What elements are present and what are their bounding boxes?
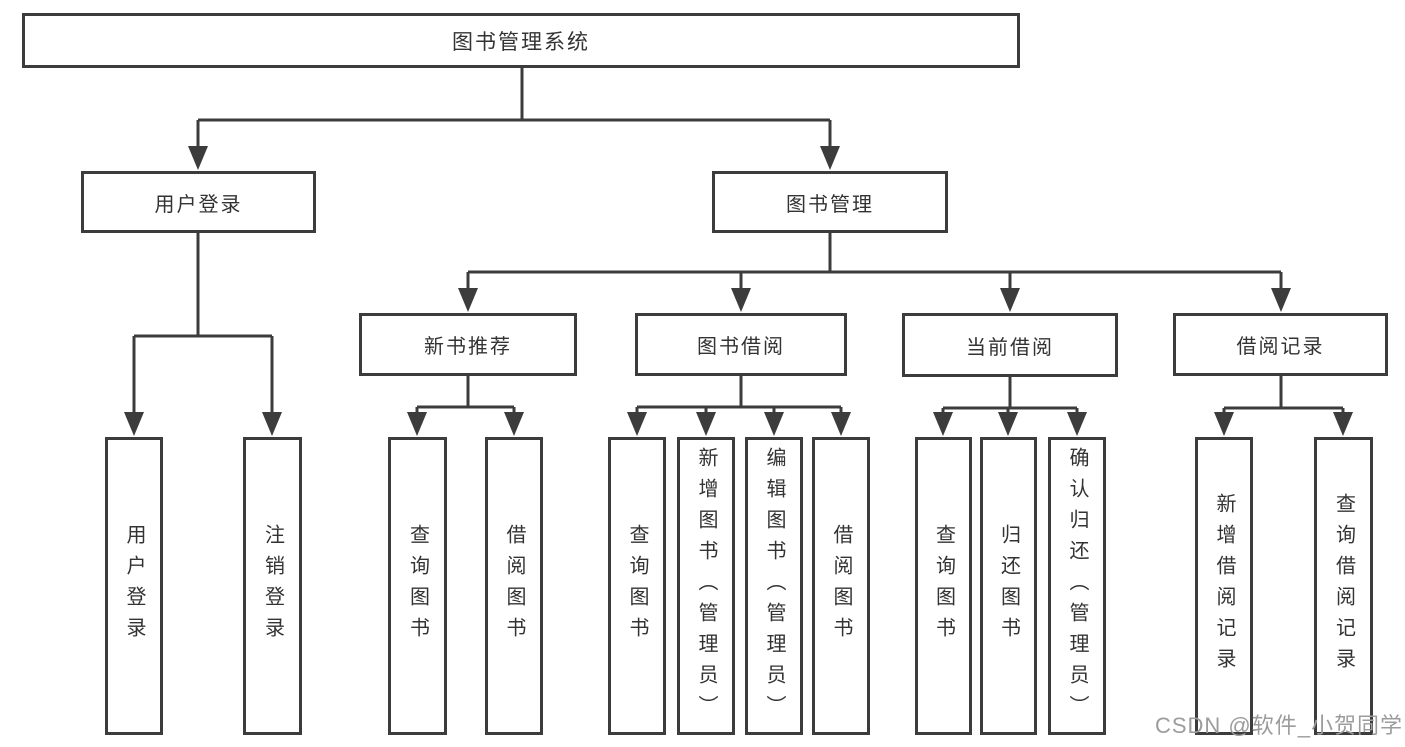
arrowhead-to-book-borrow: [731, 288, 751, 312]
leaf-return-books: 归还图书: [980, 437, 1037, 735]
leaf-query-borrow-record: 查询借阅记录: [1314, 437, 1373, 735]
arrowhead-to-query-books-1: [407, 412, 427, 436]
connector-new-book-split: [415, 376, 516, 414]
node-borrow-records: 借阅记录: [1173, 313, 1388, 376]
leaf-return-books-label: 归还图书: [997, 524, 1020, 648]
connector-borrow-records-split: [1222, 376, 1345, 414]
connector-book-mgmt-split: [466, 233, 1283, 290]
leaf-borrow-books-2-label: 借阅图书: [830, 524, 852, 648]
leaf-query-books-1-label: 查询图书: [406, 524, 429, 648]
arrowhead-to-new-book-rec: [458, 288, 478, 312]
leaf-query-borrow-record-label: 查询借阅记录: [1332, 493, 1355, 679]
leaf-add-borrow-record-label: 新增借阅记录: [1213, 493, 1235, 679]
leaf-borrow-books-2: 借阅图书: [812, 437, 870, 735]
leaf-confirm-return-admin-label: 确认归还（管理员）: [1066, 446, 1088, 726]
arrowhead-to-borrow-books-1: [504, 412, 524, 436]
arrowhead-to-current-borrow: [1000, 288, 1020, 312]
csdn-watermark: CSDN @软件_小贺同学: [1154, 713, 1403, 738]
leaf-confirm-return-admin: 确认归还（管理员）: [1048, 437, 1106, 735]
arrowhead-to-confirm-return: [1067, 412, 1087, 436]
arrowhead-to-query-books-2: [627, 412, 647, 436]
connector-root-split: [196, 68, 832, 150]
node-new-book-recommend: 新书推荐: [359, 313, 577, 376]
leaf-add-borrow-record: 新增借阅记录: [1195, 437, 1253, 735]
arrowhead-to-borrow-books-2: [831, 412, 851, 436]
node-current-borrowing: 当前借阅: [902, 313, 1118, 377]
arrowhead-to-book-mgmt: [820, 146, 840, 170]
connector-book-borrow-split: [635, 376, 843, 414]
node-book-borrowing: 图书借阅: [635, 313, 847, 376]
leaf-add-books-admin: 新增图书（管理员）: [677, 437, 735, 735]
leaf-user-login: 用户登录: [105, 437, 163, 735]
node-library-management-system: 图书管理系统: [22, 13, 1020, 68]
leaf-query-books-3: 查询图书: [915, 437, 972, 735]
arrowhead-to-return-books: [998, 412, 1018, 436]
leaf-borrow-books-1-label: 借阅图书: [503, 524, 525, 648]
node-user-login: 用户登录: [81, 171, 316, 233]
arrowhead-to-edit-books: [764, 412, 784, 436]
arrowhead-to-user-login: [188, 146, 208, 170]
arrowhead-to-borrow-records: [1271, 288, 1291, 312]
leaf-edit-books-admin-label: 编辑图书（管理员）: [763, 446, 785, 726]
arrowhead-to-user-login-leaf: [124, 412, 144, 436]
leaf-borrow-books-1: 借阅图书: [485, 437, 543, 735]
node-book-management: 图书管理: [712, 171, 948, 233]
leaf-edit-books-admin: 编辑图书（管理员）: [745, 437, 803, 735]
leaf-query-books-1: 查询图书: [388, 437, 447, 735]
arrowhead-to-query-books-3: [933, 412, 953, 436]
arrowhead-to-add-books: [696, 412, 716, 436]
leaf-query-books-2: 查询图书: [608, 437, 666, 735]
arrowhead-to-logout-leaf: [262, 412, 282, 436]
leaf-logout-label: 注销登录: [261, 524, 284, 648]
arrowhead-to-query-record: [1333, 412, 1353, 436]
leaf-add-books-admin-label: 新增图书（管理员）: [695, 446, 717, 726]
connector-current-borrow-split: [941, 377, 1079, 414]
leaf-user-login-label: 用户登录: [123, 524, 145, 648]
arrowhead-to-add-record: [1214, 412, 1234, 436]
leaf-query-books-3-label: 查询图书: [932, 524, 955, 648]
connector-user-login-split: [132, 233, 274, 416]
leaf-query-books-2-label: 查询图书: [626, 524, 648, 648]
leaf-logout: 注销登录: [243, 437, 302, 735]
